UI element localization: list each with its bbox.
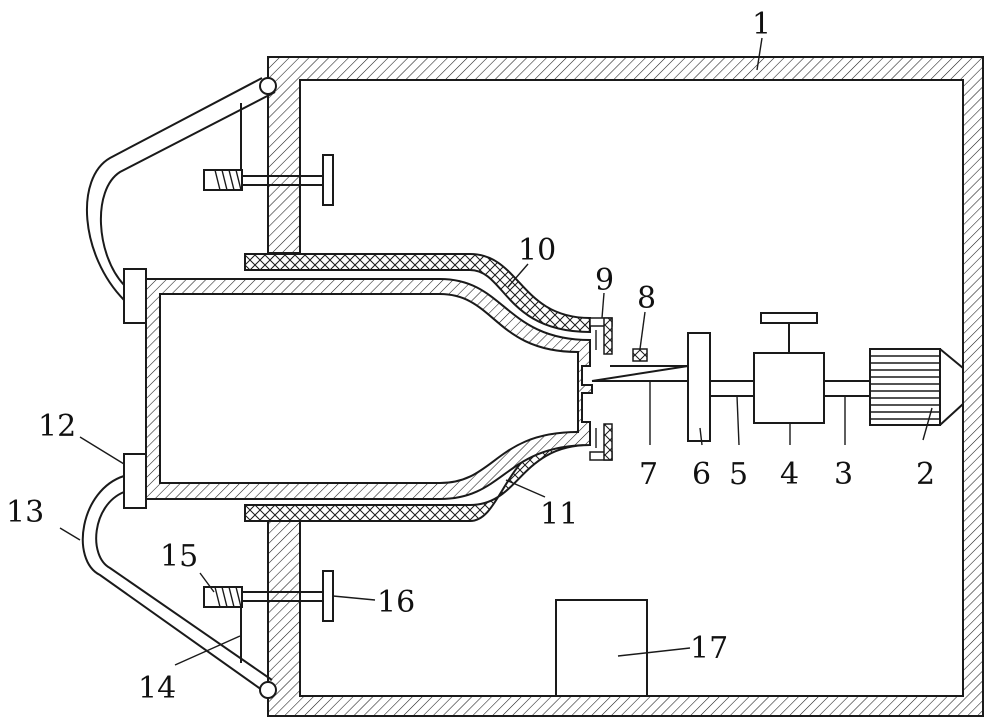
label-13: 13 xyxy=(6,495,44,530)
valve-4 xyxy=(753,312,825,424)
label-2: 2 xyxy=(916,457,935,492)
bottle-container xyxy=(145,278,593,500)
leader-lines xyxy=(59,37,933,666)
label-9: 9 xyxy=(595,263,614,298)
label-7: 7 xyxy=(639,457,658,492)
hinge-bottom xyxy=(259,681,277,699)
shaft-5 xyxy=(710,380,754,397)
shaft-7 xyxy=(591,365,689,382)
part-labels: 1 2 3 4 5 6 7 8 9 10 11 12 13 14 15 16 1… xyxy=(6,7,935,706)
label-16: 16 xyxy=(377,585,415,620)
label-5: 5 xyxy=(729,457,748,492)
spring-bolt-top xyxy=(203,154,334,206)
motor-2 xyxy=(869,348,964,426)
box-17 xyxy=(555,599,648,697)
seal-ring-top xyxy=(589,317,613,355)
clamp-arm-bottom xyxy=(81,475,273,691)
label-15: 15 xyxy=(160,539,198,574)
clamp-pad-bottom xyxy=(123,453,147,509)
clamp-arm-top xyxy=(85,77,276,301)
label-14: 14 xyxy=(138,671,176,706)
label-3: 3 xyxy=(834,457,853,492)
label-8: 8 xyxy=(637,281,656,316)
flange-6 xyxy=(687,332,711,442)
seal-ring-bottom xyxy=(589,423,613,461)
label-4: 4 xyxy=(780,457,799,492)
label-12: 12 xyxy=(38,409,76,444)
label-1: 1 xyxy=(752,7,771,42)
clamp-pad-top xyxy=(123,268,147,324)
hinge-top xyxy=(259,77,277,95)
sensor-8 xyxy=(632,348,648,362)
label-11: 11 xyxy=(540,497,578,532)
label-10: 10 xyxy=(518,233,556,268)
shaft-3 xyxy=(824,380,870,397)
label-6: 6 xyxy=(692,457,711,492)
label-17: 17 xyxy=(690,631,728,666)
